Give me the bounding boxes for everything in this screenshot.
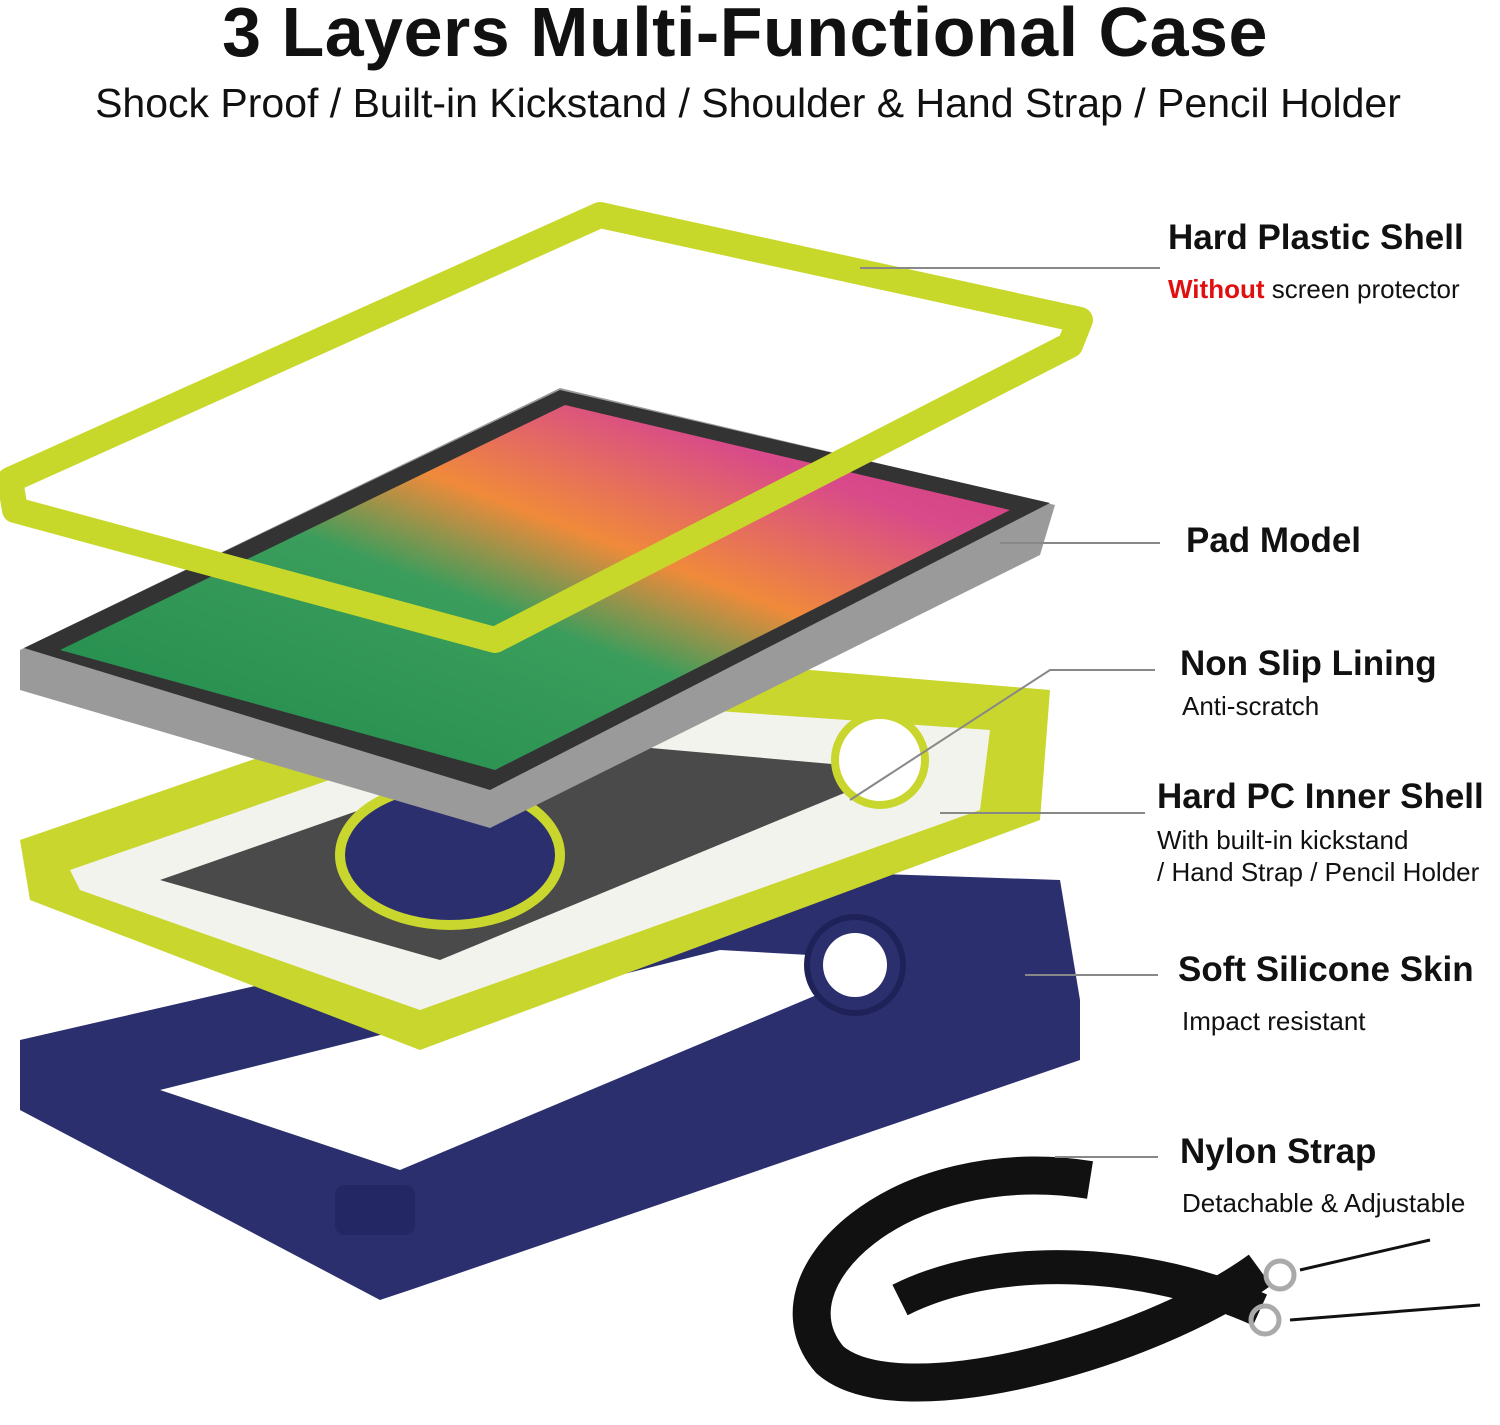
hard-shell-image xyxy=(0,202,1093,653)
callout-inner-shell-detail-1: With built-in kickstand xyxy=(1157,825,1409,855)
callout-nylon-strap-detail: Detachable & Adjustable xyxy=(1182,1188,1466,1218)
leader-lines xyxy=(849,267,1160,1158)
callout-pad-model: Pad Model xyxy=(1186,521,1362,560)
callout-nylon-strap: Nylon Strap xyxy=(1180,1132,1377,1171)
callout-hard-plastic-shell-detail: Without screen protector xyxy=(1168,273,1460,305)
without-highlight: Without xyxy=(1168,274,1265,304)
strap-image xyxy=(792,1156,1481,1402)
page-title: 3 Layers Multi-Functional Case xyxy=(222,0,1268,71)
callout-silicone-skin-detail: Impact resistant xyxy=(1182,1006,1366,1036)
callout-hard-plastic-shell: Hard Plastic Shell xyxy=(1168,218,1464,257)
callout-non-slip-lining: Non Slip Lining xyxy=(1180,644,1437,683)
detail-text: screen protector xyxy=(1271,274,1460,304)
callout-non-slip-lining-detail: Anti-scratch xyxy=(1182,691,1320,721)
page-subtitle: Shock Proof / Built-in Kickstand / Shoul… xyxy=(95,80,1401,126)
callout-soft-silicone-skin: Soft Silicone Skin xyxy=(1178,950,1474,989)
callout-inner-shell-detail-2: / Hand Strap / Pencil Holder xyxy=(1157,857,1480,887)
silicone-skin-image xyxy=(20,870,1080,1300)
callout-hard-pc-inner-shell: Hard PC Inner Shell xyxy=(1157,777,1484,816)
